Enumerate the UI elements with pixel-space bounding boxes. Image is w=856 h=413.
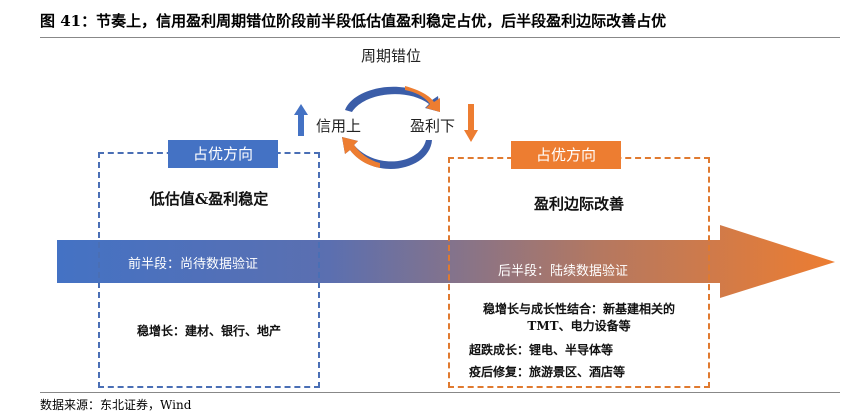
cycle-arrow-bottom-orange [342, 137, 380, 168]
left-direction-tag: 占优方向 [168, 140, 278, 168]
left-stage-label: 前半段：尚待数据验证 [128, 257, 259, 272]
cycle-top-label: 周期错位 [361, 47, 422, 65]
cycle-arrow-top-orange [405, 86, 440, 112]
timeline-arrow [57, 225, 835, 298]
figure-title: 图 41：节奏上，信用盈利周期错位阶段前半段低估值盈利稳定占优，后半段盈利边际改… [40, 12, 667, 30]
right-detail-2: 超跌成长：锂电、半导体等 [469, 343, 614, 357]
up-arrow-icon [294, 104, 308, 136]
right-heading: 盈利边际改善 [533, 195, 624, 213]
left-heading: 低估值&盈利稳定 [149, 190, 269, 208]
left-detail: 稳增长：建材、银行、地产 [136, 324, 281, 338]
down-arrow-icon [464, 104, 478, 142]
source-note: 数据来源：东北证券，Wind [40, 398, 192, 412]
right-detail-1a: 稳增长与成长性结合：新基建相关的 [482, 302, 675, 316]
cycle-arrow-top [345, 86, 440, 112]
cycle-left-label: 信用上 [316, 117, 362, 135]
right-detail-3: 疫后修复：旅游景区、酒店等 [469, 365, 626, 379]
cycle-right-label: 盈利下 [410, 117, 456, 135]
right-stage-label: 后半段：陆续数据验证 [498, 264, 629, 279]
right-detail-1b: TMT、电力设备等 [527, 319, 631, 333]
title-divider [40, 37, 840, 38]
footer-divider [40, 392, 840, 393]
right-direction-tag: 占优方向 [511, 141, 621, 169]
